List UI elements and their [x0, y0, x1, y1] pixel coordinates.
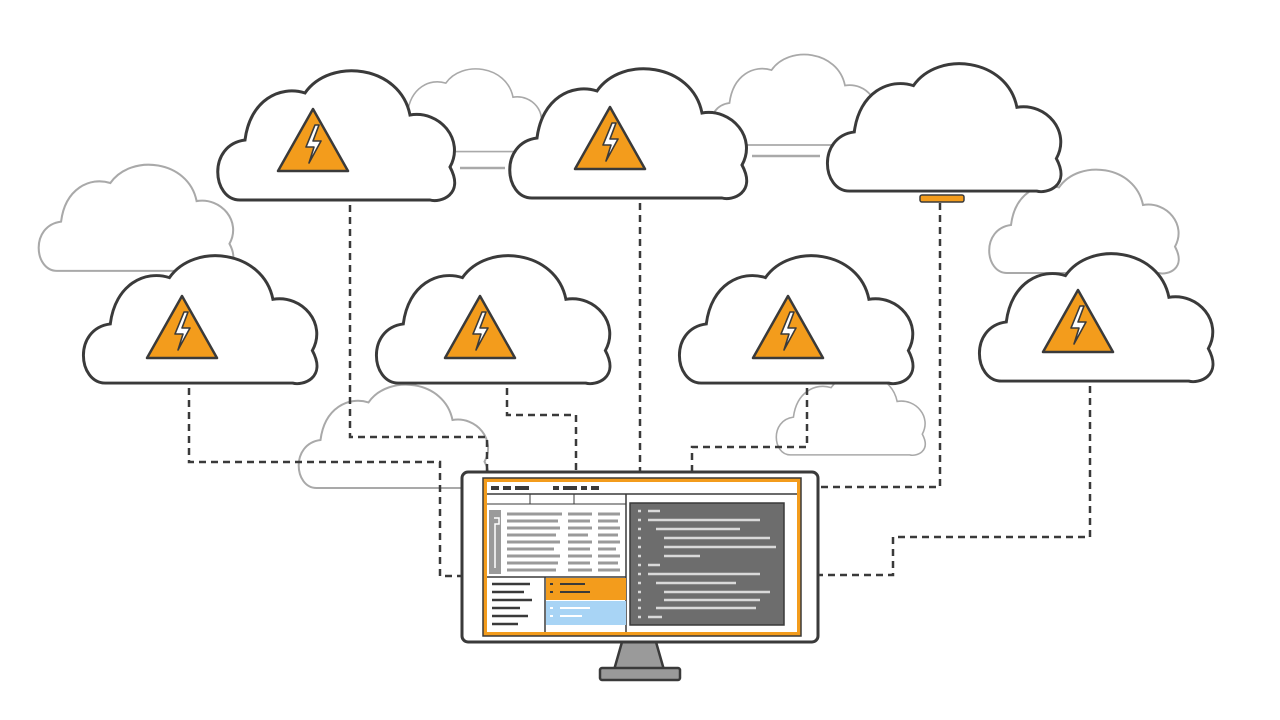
cloud	[825, 62, 1063, 194]
cloud	[81, 254, 319, 386]
monitor-icon	[460, 470, 820, 682]
connection-line	[505, 388, 578, 475]
connector-plug	[919, 194, 965, 203]
cloud	[508, 67, 749, 201]
connection-line	[187, 388, 462, 578]
connection-line	[818, 203, 942, 489]
panel-highlight-orange	[546, 578, 626, 600]
monitor-stand	[612, 640, 666, 672]
screen-toolbar	[491, 486, 599, 490]
ghost-cloud	[775, 372, 927, 457]
file-list-pane	[487, 494, 627, 632]
monitor-base	[598, 666, 682, 682]
connection-line	[818, 386, 1092, 577]
connection-line	[348, 205, 489, 475]
connections	[187, 203, 1092, 578]
code-editor-pane	[629, 502, 785, 626]
panel-highlight-blue	[546, 601, 626, 625]
ghost-clouds	[37, 53, 1180, 490]
connection-line	[690, 388, 809, 475]
